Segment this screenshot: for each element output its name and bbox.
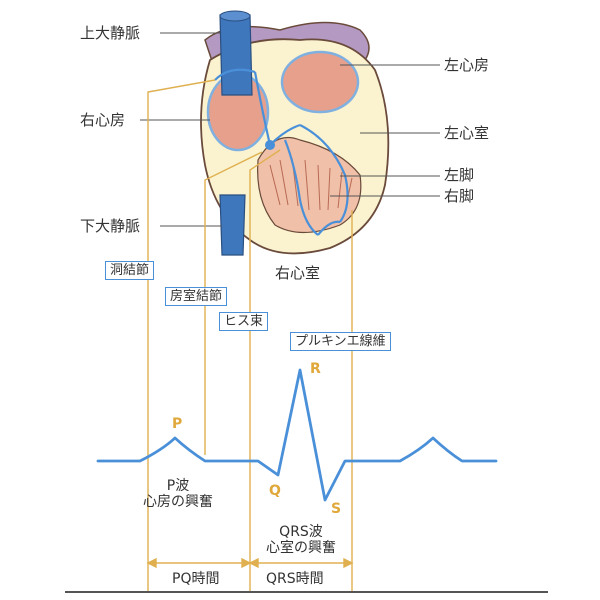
label-purkinje: プルキンエ線維 — [290, 332, 391, 351]
caption-p-wave-title: P波 — [166, 478, 190, 494]
label-inferior-vena-cava: 下大静脈 — [80, 217, 141, 235]
caption-p-wave: P波 心房の興奮 — [128, 478, 228, 510]
label-right-atrium: 右心房 — [80, 111, 126, 129]
label-left-bundle: 左脚 — [444, 166, 475, 184]
label-pq-interval: PQ時間 — [168, 572, 224, 586]
label-right-ventricle: 右心室 — [275, 264, 321, 282]
wave-q-letter: Q — [269, 483, 281, 499]
label-his-bundle: ヒス束 — [219, 312, 269, 331]
guide-lines — [147, 79, 353, 592]
av-node-dot — [265, 140, 275, 150]
label-left-ventricle: 左心室 — [444, 124, 490, 142]
caption-p-wave-desc: 心房の興奮 — [143, 494, 213, 511]
heart-illustration — [200, 10, 390, 256]
ecg-trace — [96, 368, 498, 502]
wave-p-letter: P — [172, 416, 183, 432]
label-left-atrium: 左心房 — [444, 56, 490, 74]
label-superior-vena-cava: 上大静脈 — [80, 24, 141, 42]
caption-qrs-wave-title: QRS波 — [279, 524, 323, 540]
label-sa-node: 洞結節 — [105, 261, 155, 280]
label-av-node: 房室結節 — [165, 287, 228, 306]
superior-vena-cava-vessel — [219, 14, 253, 96]
label-qrs-interval: QRS時間 — [262, 572, 328, 586]
caption-qrs-wave: QRS波 心室の興奮 — [248, 524, 354, 556]
wave-r-letter: R — [310, 361, 321, 377]
left-atrium-chamber — [280, 50, 360, 114]
caption-qrs-wave-desc: 心室の興奮 — [266, 540, 336, 557]
label-leaders — [140, 32, 440, 227]
inferior-vena-cava-vessel — [219, 194, 246, 256]
ventricle-chambers — [257, 136, 362, 234]
wave-s-letter: S — [331, 501, 342, 517]
interval-markers — [146, 557, 354, 569]
label-right-bundle: 右脚 — [444, 187, 475, 205]
